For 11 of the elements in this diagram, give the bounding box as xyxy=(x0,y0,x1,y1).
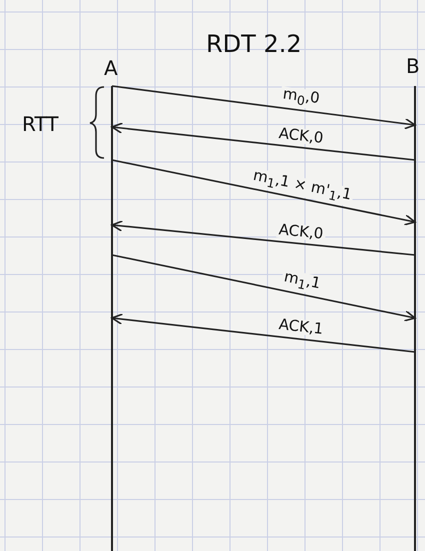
message-arrow xyxy=(112,254,416,322)
interval-label: RTT xyxy=(22,114,59,134)
message-arrow xyxy=(111,220,416,256)
message-arrow xyxy=(111,313,416,353)
message-arrow xyxy=(111,122,416,161)
message-arrow xyxy=(112,159,416,226)
participant-label: A xyxy=(104,58,118,78)
participant-label: B xyxy=(406,56,420,76)
edge-label: ACK,0 xyxy=(276,222,326,242)
diagram-title: RDT 2.2 xyxy=(206,32,302,56)
message-arrow xyxy=(112,85,416,130)
